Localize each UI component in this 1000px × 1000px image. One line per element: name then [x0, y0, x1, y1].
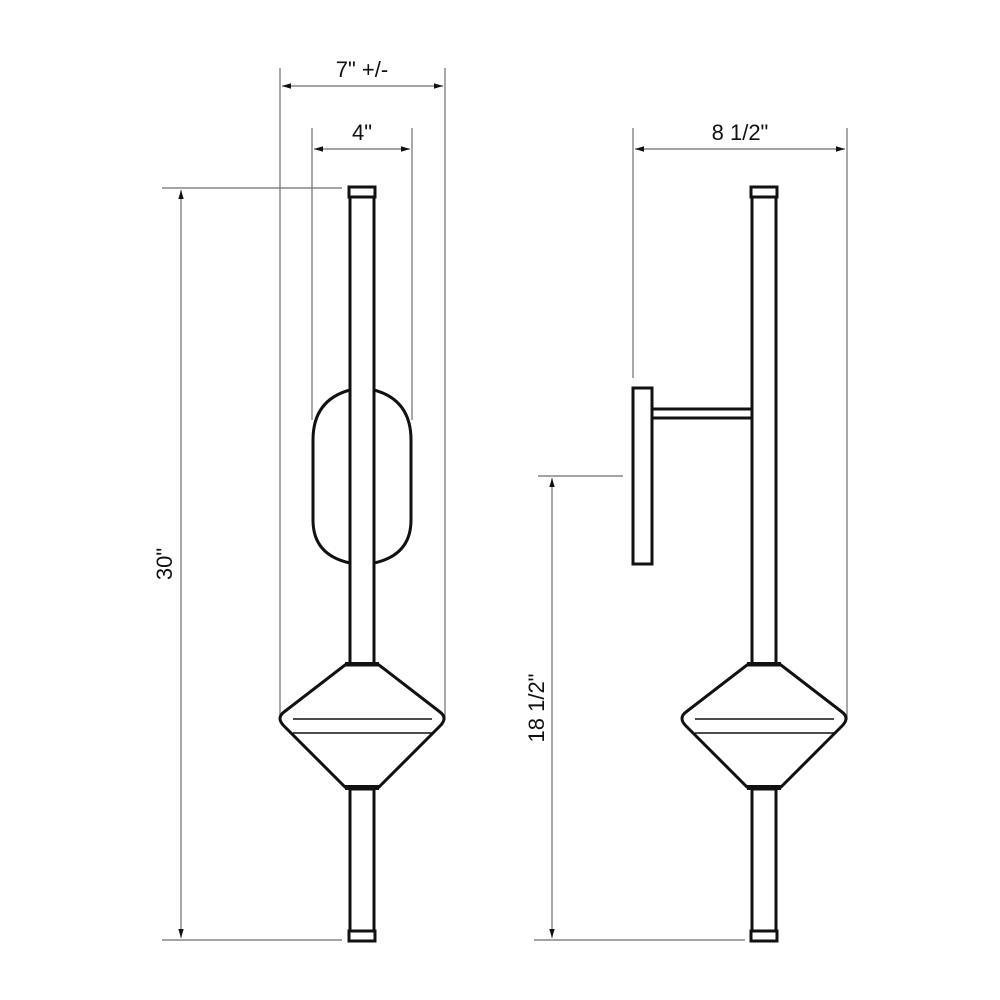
mount-height-label: 18 1/2" [524, 674, 549, 743]
canopy-left [311, 388, 351, 565]
diamond-shade [278, 663, 446, 789]
bottom-cap [749, 929, 779, 943]
support-arm [650, 407, 754, 420]
lower-rod [348, 787, 376, 936]
canopy-right [373, 388, 413, 565]
lower-rod [750, 787, 778, 936]
top-cap [749, 185, 779, 199]
front-view: 7" +/- 4" 30" [152, 57, 446, 943]
projection-label: 8 1/2" [712, 120, 769, 145]
overall-height-label: 30" [152, 548, 177, 580]
diamond-shade [680, 663, 848, 789]
top-cap [347, 185, 377, 199]
bottom-cap [347, 929, 377, 943]
upper-rod [348, 194, 376, 666]
canopy-width-label: 4" [352, 120, 372, 145]
upper-rod [750, 194, 778, 666]
overall-width-label: 7" +/- [336, 57, 388, 82]
side-view: 8 1/2" 18 1/2" [524, 120, 848, 943]
wall-plate [631, 386, 654, 566]
